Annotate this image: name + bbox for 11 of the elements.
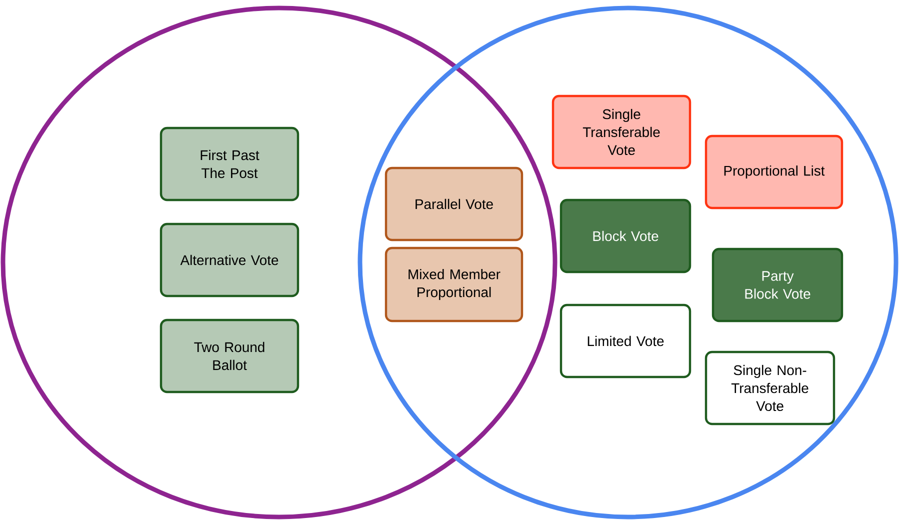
method-box: First Past The Post: [160, 126, 300, 202]
method-box: Proportional List: [704, 134, 844, 210]
method-box: Single Non-Transferable Vote: [704, 350, 836, 426]
method-box: Block Vote: [560, 198, 692, 274]
method-box: Alternative Vote: [160, 222, 300, 298]
method-box: Single Transferable Vote: [552, 94, 692, 170]
method-box: Mixed Member Proportional: [384, 246, 524, 322]
method-box: Two Round Ballot: [160, 318, 300, 394]
method-box: Limited Vote: [560, 304, 692, 378]
method-box: Party Block Vote: [712, 248, 844, 322]
method-box: Parallel Vote: [384, 166, 524, 242]
